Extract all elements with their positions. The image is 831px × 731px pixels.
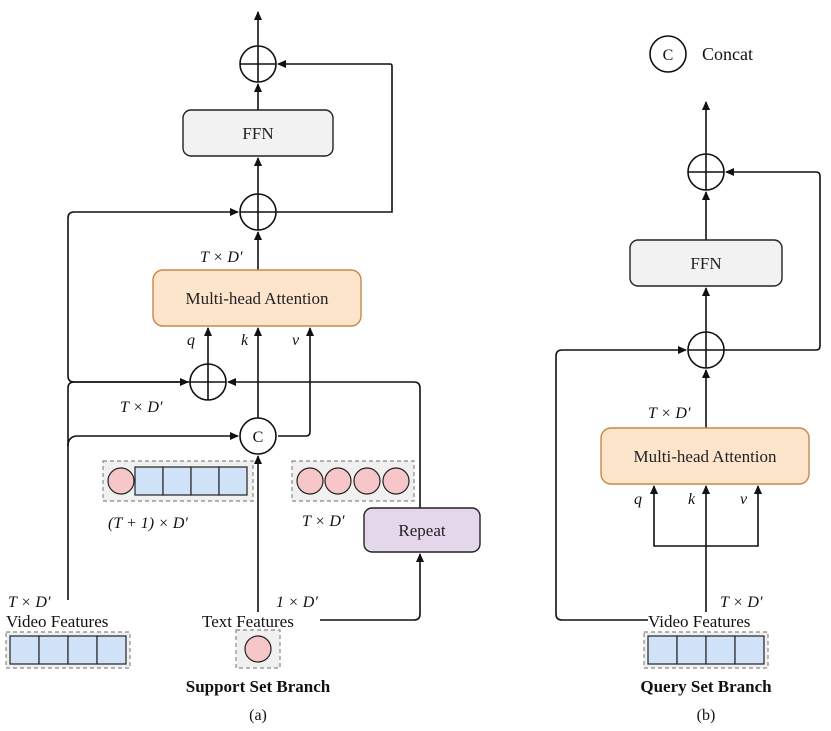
text-token-circle bbox=[107, 467, 135, 495]
support-video-to-concat-arrow bbox=[67, 432, 239, 447]
support-add-node-top bbox=[239, 45, 277, 83]
support-concat-node bbox=[239, 417, 277, 455]
support-video-label: Video Features bbox=[6, 612, 108, 631]
support-dim-after-add: T × D′ bbox=[120, 399, 163, 416]
query-residual-attention bbox=[555, 346, 687, 621]
support-concat-symbol: C bbox=[253, 429, 264, 446]
support-v-arrow bbox=[278, 327, 314, 437]
support-add-node-middle bbox=[239, 193, 277, 231]
support-dim-concat: (T + 1) × D′ bbox=[108, 515, 188, 532]
legend: C Concat bbox=[649, 35, 753, 73]
query-attention-label: Multi-head Attention bbox=[633, 447, 777, 466]
concat-legend-label: Concat bbox=[702, 44, 753, 64]
query-video-feature-strip bbox=[643, 631, 769, 669]
query-q-label: q bbox=[634, 491, 642, 508]
support-repeat-to-add-arrow bbox=[227, 378, 421, 510]
query-residual-ffn bbox=[724, 168, 821, 351]
support-dim-repeat: T × D′ bbox=[302, 513, 345, 530]
support-repeat-box bbox=[363, 507, 481, 553]
query-set-branch: FFN T × D′ Multi-head Attention q k v T … bbox=[555, 101, 821, 724]
support-caption: Support Set Branch bbox=[186, 677, 331, 696]
support-sub-caption: (a) bbox=[249, 707, 267, 724]
support-video-feature-strip bbox=[5, 631, 131, 669]
query-ffn-label: FFN bbox=[690, 254, 721, 273]
support-dim-text: 1 × D′ bbox=[276, 594, 318, 611]
support-repeat-token-strip bbox=[291, 460, 415, 502]
support-dim-attn-out: T × D′ bbox=[200, 249, 243, 266]
support-video-to-add-arrow bbox=[67, 378, 189, 600]
query-dim-video: T × D′ bbox=[720, 594, 763, 611]
query-ffn-box bbox=[629, 239, 783, 287]
query-k-label: k bbox=[688, 491, 696, 508]
support-dim-video: T × D′ bbox=[8, 594, 51, 611]
query-dim-attn-out: T × D′ bbox=[648, 405, 691, 422]
support-set-branch: FFN T × D′ Multi-head Attention q k v bbox=[5, 11, 481, 724]
support-text-to-repeat-arrow bbox=[320, 553, 424, 621]
support-k-label: k bbox=[241, 332, 249, 349]
support-q-label: q bbox=[187, 332, 195, 349]
query-q-arrow bbox=[650, 485, 706, 547]
query-sub-caption: (b) bbox=[697, 707, 716, 724]
query-add-node-top bbox=[687, 153, 725, 191]
query-add-node-middle bbox=[687, 331, 725, 369]
support-attention-box bbox=[152, 269, 362, 327]
support-ffn-label: FFN bbox=[242, 124, 273, 143]
support-concat-token-strip bbox=[102, 460, 254, 502]
query-caption: Query Set Branch bbox=[640, 677, 772, 696]
support-add-node-q bbox=[189, 363, 227, 401]
concat-legend-icon bbox=[649, 35, 687, 73]
concat-legend-symbol: C bbox=[663, 47, 674, 64]
query-v-arrow bbox=[706, 485, 762, 547]
query-video-label: Video Features bbox=[648, 612, 750, 631]
support-v-label: v bbox=[292, 332, 300, 349]
query-attention-box bbox=[600, 427, 810, 485]
support-residual-ffn bbox=[276, 60, 393, 213]
support-repeat-label: Repeat bbox=[398, 521, 445, 540]
support-text-label: Text Features bbox=[202, 612, 294, 631]
query-v-label: v bbox=[740, 491, 748, 508]
support-attention-label: Multi-head Attention bbox=[185, 289, 329, 308]
support-ffn-box bbox=[182, 109, 334, 157]
support-text-feature-token bbox=[235, 629, 281, 669]
